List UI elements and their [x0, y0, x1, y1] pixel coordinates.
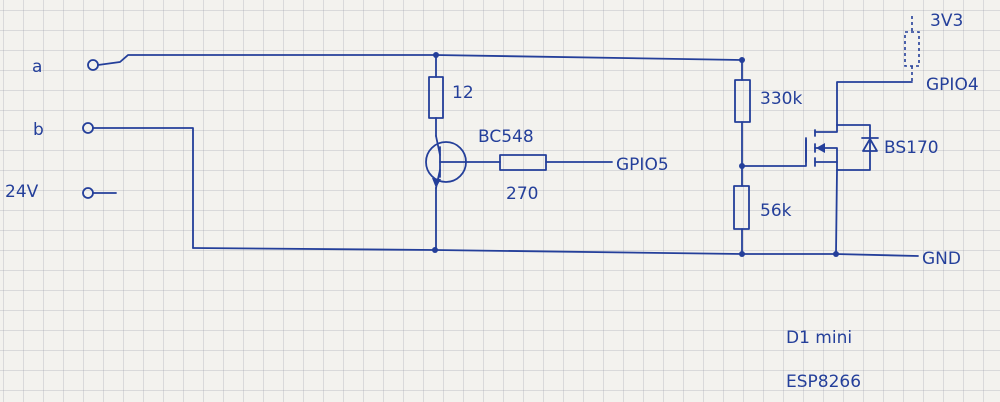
mosfet-label: BS170 [884, 138, 939, 158]
ground-rail-wire [192, 247, 919, 257]
gnd-label: GND [922, 249, 961, 269]
transistor-label: BC548 [478, 127, 534, 147]
collector-resistor [428, 54, 444, 137]
divider-top-resistor [734, 59, 751, 187]
top-rail-wire [97, 54, 743, 66]
mosfet [805, 81, 913, 255]
pullup-resistor [904, 16, 920, 82]
terminal-b-wire [92, 127, 194, 249]
terminal-24v [82, 187, 117, 199]
board-name-line2: ESP8266 [786, 372, 861, 392]
terminal-a [87, 59, 99, 71]
terminal-b [82, 122, 94, 134]
divider-top-label: 330k [760, 89, 802, 109]
junction-dot [739, 163, 745, 169]
base-resistor-label: 270 [506, 184, 538, 204]
terminal-a-label: a [32, 57, 42, 77]
gpio5-label: GPIO5 [616, 155, 669, 175]
junction-dot [432, 247, 438, 253]
gate-wire [741, 139, 807, 167]
v33-label: 3V3 [930, 11, 963, 31]
npn-transistor [425, 135, 467, 251]
gpio4-label: GPIO4 [926, 75, 979, 95]
terminal-b-label: b [33, 120, 44, 140]
divider-bottom-resistor [733, 185, 750, 255]
board-name-line1: D1 mini [786, 328, 852, 348]
terminal-24v-label: 24V [5, 182, 39, 202]
divider-bottom-label: 56k [760, 201, 792, 221]
collector-resistor-label: 12 [452, 83, 474, 103]
base-resistor [465, 154, 613, 171]
